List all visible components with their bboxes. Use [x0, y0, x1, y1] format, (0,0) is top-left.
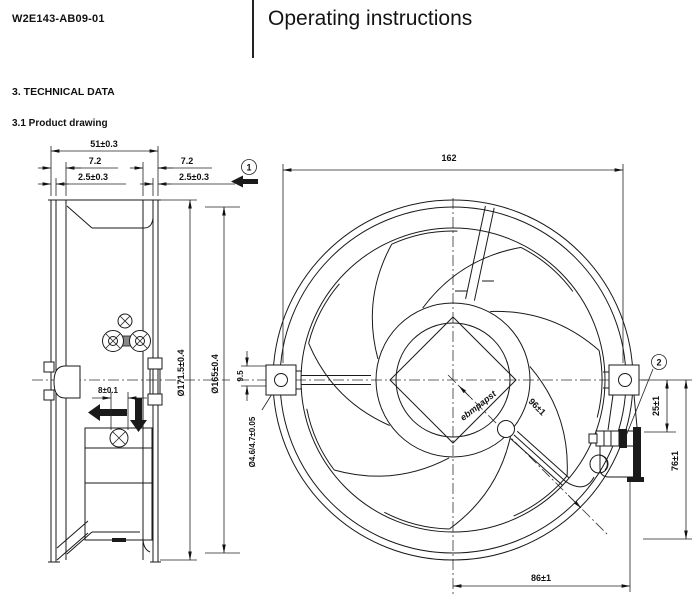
mounting-lug-left: [265, 364, 302, 396]
dim-plate-left: 2.5±0.3: [78, 172, 108, 182]
dim-lug-width: 9.5: [236, 370, 245, 382]
motor-box: [84, 427, 153, 542]
dim-screw-offset: 8±0.1: [98, 386, 119, 395]
side-view: [43, 199, 163, 563]
front-view: ebmpapst: [265, 199, 644, 561]
side-view-dimensions: 51±0.3 7.2 7.2 2.5±0.3 2.5±0.3 8±0.1 Ø1: [38, 139, 278, 561]
dim-flange-right: 7.2: [181, 156, 194, 166]
cable-gland-assembly: [497, 394, 644, 488]
dim-gland-bottom: 76±1: [670, 451, 680, 471]
dim-venturi-dia: Ø165±0.4: [210, 354, 220, 393]
section-heading-technical-data: 3. TECHNICAL DATA: [12, 86, 115, 98]
centerlines: [32, 198, 650, 594]
dim-diag-offset: 96±1: [527, 396, 548, 417]
dim-gland-top: 25±1: [651, 396, 661, 416]
dim-bottom-offset: 86±1: [531, 573, 551, 583]
dim-depth: 51±0.3: [90, 139, 117, 149]
callout-1-label: 1: [246, 163, 251, 173]
support-struts: [301, 205, 570, 486]
dim-hole-spacing: 162: [441, 153, 456, 163]
callout-1: 1: [231, 159, 258, 188]
page-title: Operating instructions: [268, 7, 473, 30]
dim-hole-dia: Ø4.6/4.7±0.05: [248, 416, 257, 467]
header-divider: [252, 0, 254, 58]
dim-outer-dia: Ø171.5±0.4: [176, 350, 186, 397]
airflow-direction-arrow: [231, 175, 258, 188]
mounting-lug-right: [603, 364, 640, 396]
dim-flange-left: 7.2: [89, 156, 102, 166]
airflow-arrow: [88, 404, 127, 421]
shaft-cap: [53, 365, 81, 399]
callout-2: 2: [623, 354, 667, 442]
mounting-screws: [102, 313, 151, 352]
callout-2-label: 2: [656, 358, 661, 368]
dim-plate-right: 2.5±0.3: [179, 172, 209, 182]
section-heading-product-drawing: 3.1 Product drawing: [12, 118, 108, 129]
product-code: W2E143-AB09-01: [12, 13, 105, 25]
rotation-arrow: [130, 398, 147, 432]
